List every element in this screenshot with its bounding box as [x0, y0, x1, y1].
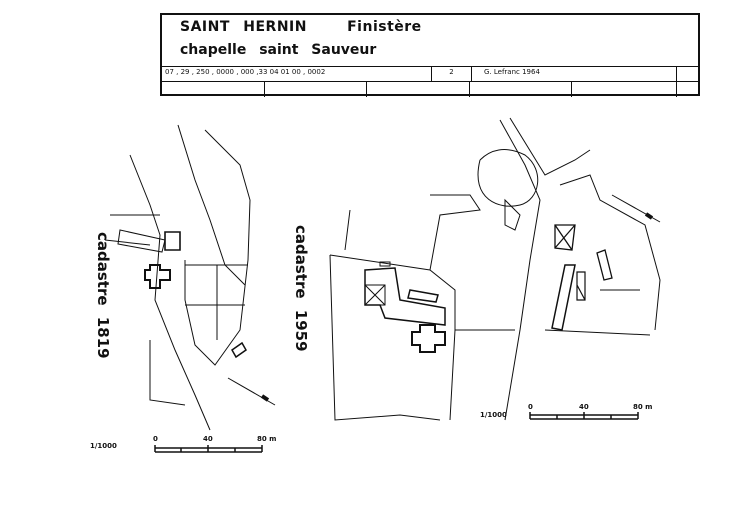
scale-bar-1959 [529, 412, 639, 420]
title-line-1: SAINT HERNIN Finistère [180, 19, 422, 35]
map-label-1819: cadastre 1819 [94, 232, 112, 359]
scale-ratio-1959: 1/1000 [480, 411, 507, 419]
plan-1959 [329, 117, 661, 421]
scale-tick-40: 40 [579, 403, 589, 411]
scale-tick-0: 0 [528, 403, 533, 411]
scale-ratio-1819: 1/1000 [90, 442, 117, 450]
scale-tick-80: 80 m [257, 435, 277, 443]
commune: SAINT HERNIN [180, 19, 307, 35]
blank-row [162, 81, 698, 97]
sheet-number: 2 [432, 67, 472, 81]
title-block: SAINT HERNIN Finistère chapelle saint Sa… [160, 13, 700, 97]
plan-1819 [104, 124, 276, 431]
author: G. Lefranc 1964 [472, 67, 677, 81]
departement: Finistère [347, 19, 422, 35]
code-row: 07 , 29 , 250 , 0000 , 000 ,33 04 01 00 … [162, 66, 698, 81]
scale-tick-80: 80 m [633, 403, 653, 411]
scale-bar-1819 [154, 445, 263, 453]
scale-tick-40: 40 [203, 435, 213, 443]
scale-tick-0: 0 [153, 435, 158, 443]
edifice: chapelle saint Sauveur [180, 42, 377, 58]
map-label-1959: cadastre 1959 [292, 225, 310, 352]
code: 07 , 29 , 250 , 0000 , 000 ,33 04 01 00 … [162, 67, 432, 81]
